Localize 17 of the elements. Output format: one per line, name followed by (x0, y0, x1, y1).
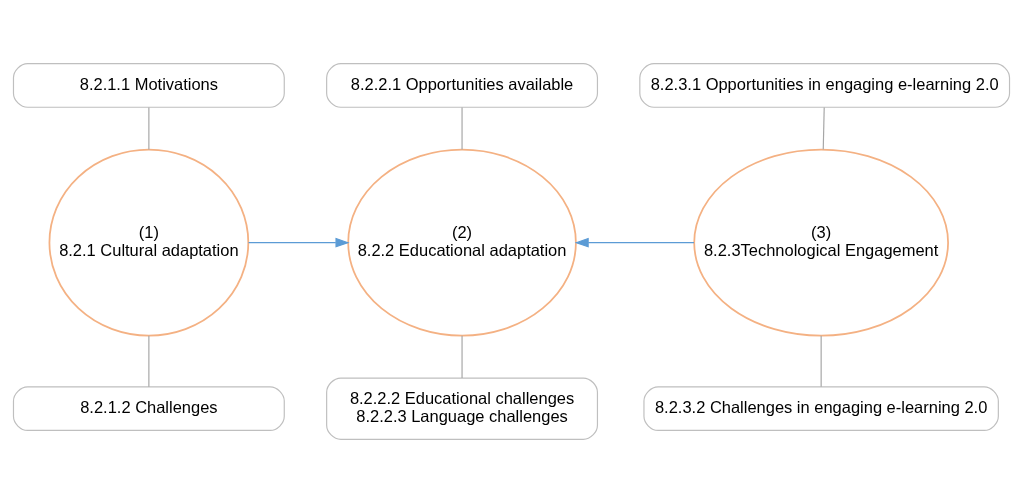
arrow (248, 237, 350, 248)
node-ellipse: (2) 8.2.2 Educational adaptation (347, 148, 577, 337)
node-circle: (1) 8.2.1 Cultural adaptation (48, 148, 250, 337)
node-box: 8.2.2.1 Opportunities available (326, 63, 599, 108)
connector (822, 106, 825, 150)
node-box: 8.2.1.1 Motivations (12, 63, 285, 108)
connector (148, 335, 150, 388)
node-box: 8.2.3.2 Challenges in engaging e-learning 2.0 (643, 386, 999, 432)
connector (148, 106, 150, 150)
connector (820, 335, 822, 388)
node-box: 8.2.3.1 Opportunities in engaging e-learning 2.0 (639, 63, 1011, 108)
node-box: 8.2.1.2 Challenges (12, 386, 285, 432)
node-box: 8.2.2.2 Educational challenges 8.2.2.3 Language challenges (326, 377, 599, 440)
connector (461, 106, 463, 150)
arrow (574, 237, 695, 248)
connector (461, 335, 463, 379)
node-ellipse: (3) 8.2.3Technological Engagement (693, 148, 949, 337)
